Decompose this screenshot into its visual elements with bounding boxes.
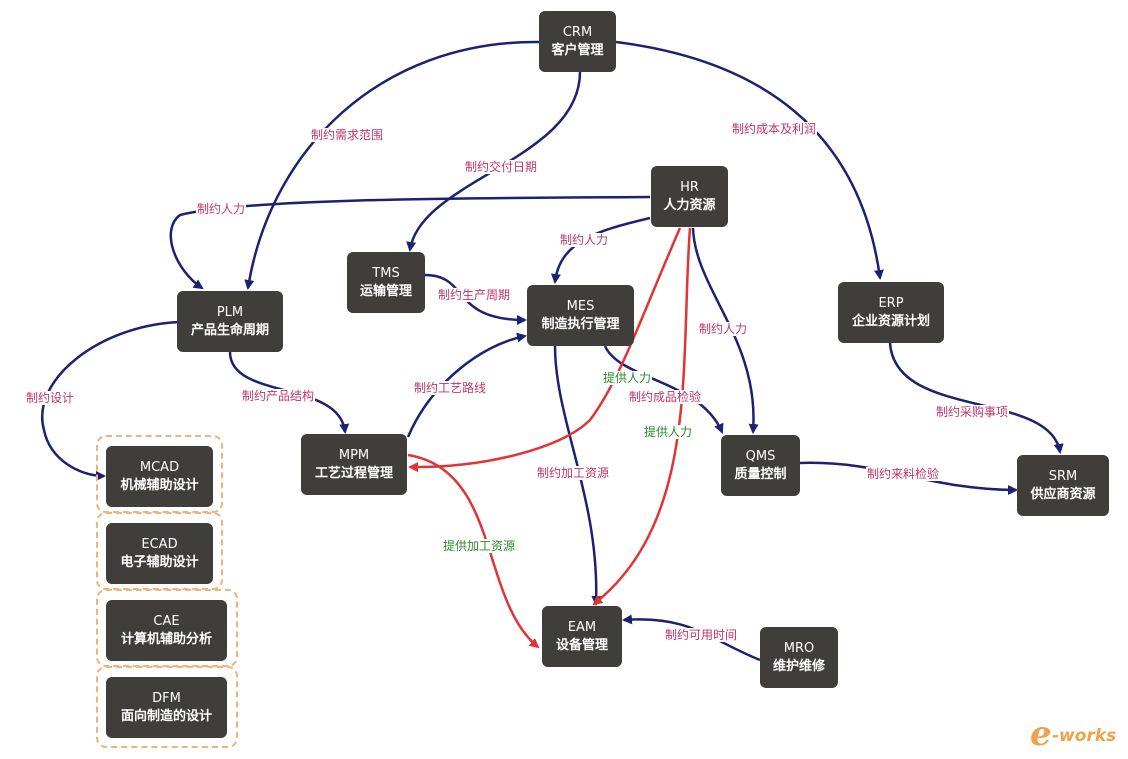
node-crm-name: 客户管理	[551, 42, 604, 58]
node-mes[interactable]: MES 制造执行管理	[527, 285, 634, 346]
node-mro-abbr: MRO	[783, 640, 815, 656]
eworks-logo: e -works	[1030, 714, 1120, 754]
node-hr-name: 人力资源	[663, 197, 716, 213]
edge-hr-mpm	[408, 227, 682, 473]
label-erp-srm: 制约采购事项	[935, 405, 1010, 420]
node-erp-abbr: ERP	[878, 295, 904, 311]
node-cae-name: 计算机辅助分析	[120, 631, 212, 647]
node-crm[interactable]: CRM 客户管理	[539, 11, 616, 72]
edge-crm-erp	[615, 40, 884, 280]
node-mro[interactable]: MRO 维护维修	[760, 627, 838, 688]
label-crm-erp: 制约成本及利润	[731, 122, 818, 137]
node-plm-name: 产品生命周期	[190, 322, 269, 338]
edge-mpm-mes	[406, 332, 527, 438]
label-mro-eam: 制约可用时间	[664, 628, 739, 643]
label-mpm-mes: 制约工艺路线	[413, 381, 488, 396]
label-qms-srm: 制约来料检验	[866, 467, 941, 482]
node-dfm-abbr: DFM	[152, 690, 181, 706]
label-mes-eam: 制约加工资源	[536, 466, 611, 481]
node-mes-name: 制造执行管理	[541, 316, 620, 332]
label-hr-mes: 制约人力	[559, 233, 610, 248]
label-hr-mpm: 提供人力	[602, 371, 653, 386]
eworks-logo-text: -works	[1052, 726, 1117, 746]
label-mes-qms: 制约成品检验	[628, 390, 703, 405]
node-mpm[interactable]: MPM 工艺过程管理	[301, 434, 407, 495]
node-hr[interactable]: HR 人力资源	[651, 166, 728, 227]
edge-crm-plm	[244, 40, 541, 290]
label-hr-plm: 制约人力	[196, 202, 247, 217]
node-hr-abbr: HR	[680, 179, 699, 195]
node-mcad-name: 机械辅助设计	[120, 477, 199, 493]
edge-hr-qms	[691, 227, 759, 434]
node-eam[interactable]: EAM 设备管理	[542, 606, 622, 667]
label-tms-mes: 制约生产周期	[437, 288, 512, 303]
label-hr-qms: 制约人力	[698, 322, 749, 337]
dfm-group-frame	[96, 666, 238, 748]
node-mcad[interactable]: MCAD 机械辅助设计	[106, 446, 213, 507]
node-crm-abbr: CRM	[562, 24, 593, 40]
edge-plm-mcad	[41, 320, 181, 481]
node-eam-abbr: EAM	[567, 619, 597, 635]
node-tms[interactable]: TMS 运输管理	[347, 252, 425, 313]
label-mpm-eam: 提供加工资源	[442, 539, 517, 554]
edge-mes-eam	[553, 345, 602, 606]
node-qms[interactable]: QMS 质量控制	[721, 435, 800, 496]
node-srm-abbr: SRM	[1048, 468, 1078, 484]
node-ecad[interactable]: ECAD 电子辅助设计	[106, 523, 213, 584]
label-plm-mpm: 制约产品结构	[241, 389, 316, 404]
node-plm-abbr: PLM	[216, 304, 244, 320]
label-plm-mcad: 制约设计	[25, 391, 76, 406]
node-mpm-name: 工艺过程管理	[314, 465, 393, 481]
node-tms-name: 运输管理	[359, 283, 412, 299]
node-tms-abbr: TMS	[372, 265, 400, 281]
edge-mes-qms	[603, 345, 724, 434]
node-cae[interactable]: CAE 计算机辅助分析	[106, 600, 227, 661]
node-qms-abbr: QMS	[745, 448, 776, 464]
node-mes-abbr: MES	[566, 298, 595, 314]
edge-erp-srm	[888, 342, 1064, 454]
label-hr-eam: 提供人力	[643, 425, 694, 440]
node-dfm[interactable]: DFM 面向制造的设计	[106, 677, 227, 738]
edge-hr-mes	[550, 216, 651, 284]
node-ecad-abbr: ECAD	[141, 536, 178, 552]
node-srm[interactable]: SRM 供应商资源	[1017, 455, 1109, 516]
node-dfm-name: 面向制造的设计	[120, 708, 212, 724]
node-erp[interactable]: ERP 企业资源计划	[838, 282, 944, 343]
label-crm-plm: 制约需求范围	[310, 128, 385, 143]
node-erp-name: 企业资源计划	[851, 313, 930, 329]
node-srm-name: 供应商资源	[1030, 486, 1096, 502]
node-mro-name: 维护维修	[772, 658, 825, 674]
node-mpm-abbr: MPM	[338, 447, 370, 463]
node-eam-name: 设备管理	[555, 637, 608, 653]
node-ecad-name: 电子辅助设计	[120, 554, 199, 570]
node-plm[interactable]: PLM 产品生命周期	[177, 291, 283, 352]
eworks-logo-e: e	[1030, 714, 1052, 754]
node-cae-abbr: CAE	[153, 613, 180, 629]
node-qms-name: 质量控制	[734, 466, 787, 482]
node-mcad-abbr: MCAD	[139, 459, 180, 475]
label-crm-tms: 制约交付日期	[464, 160, 539, 175]
